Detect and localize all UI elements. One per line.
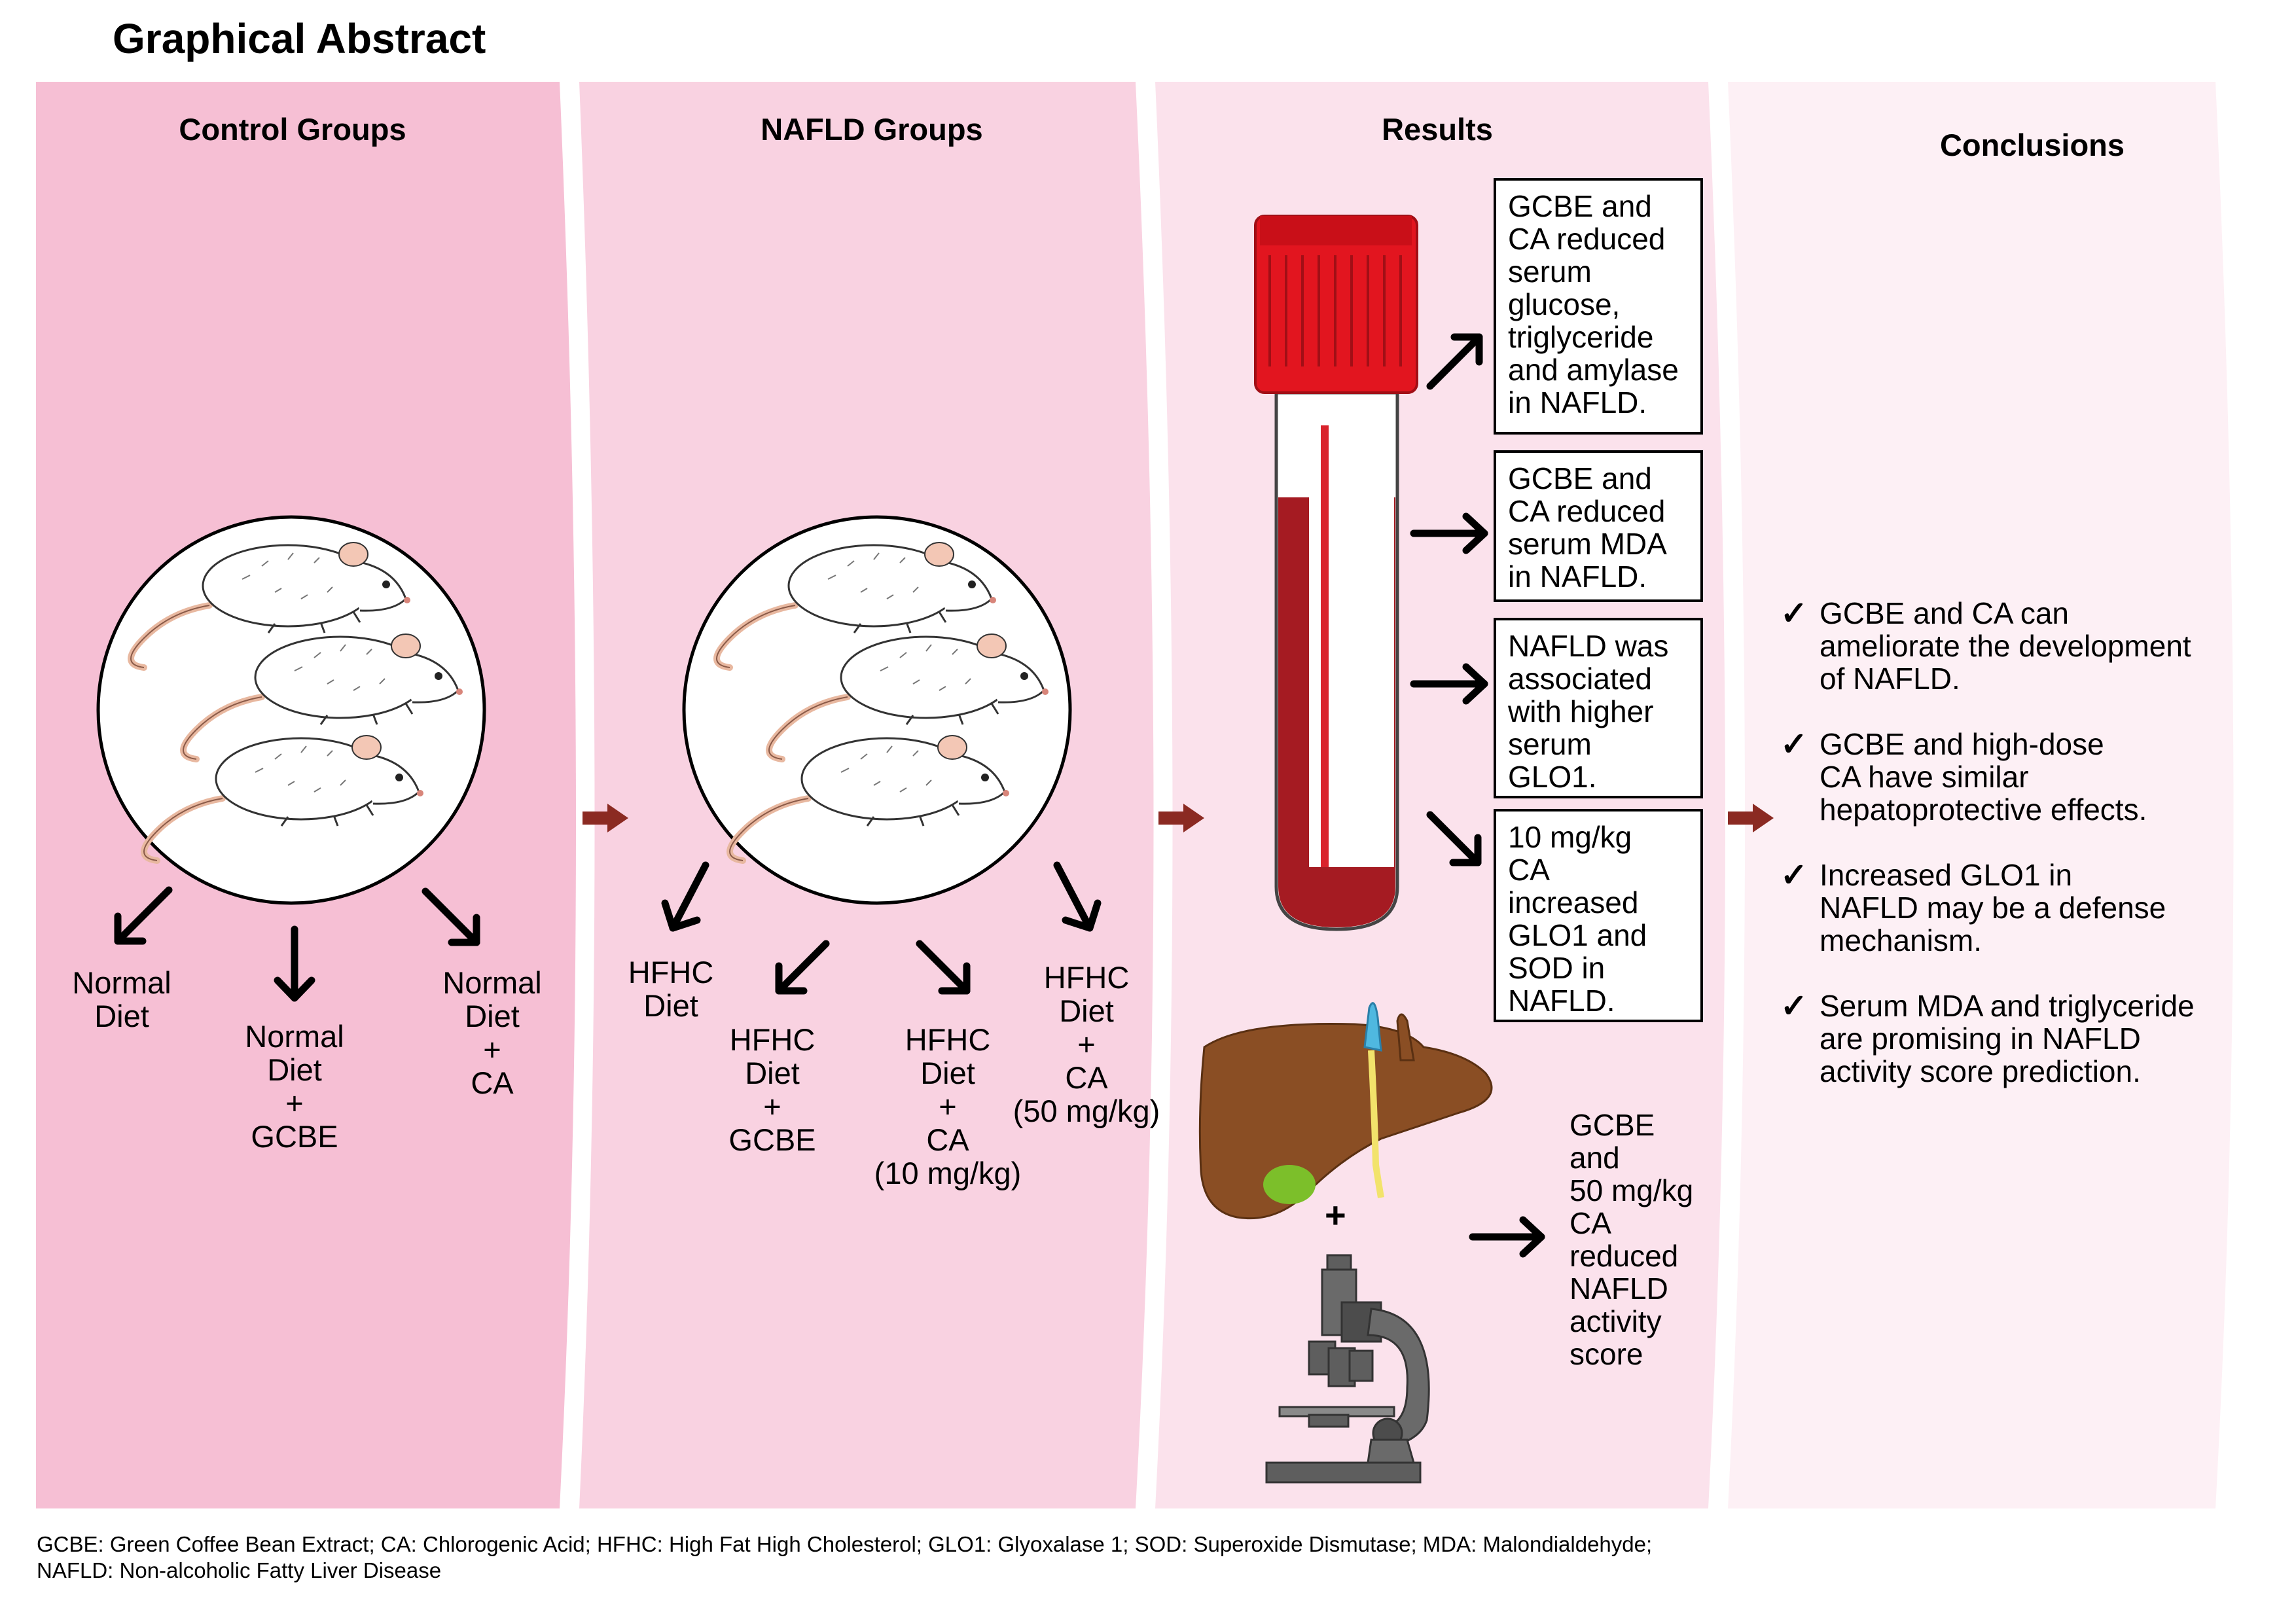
arrow-right-icon: [1410, 512, 1488, 554]
panel-conclusions: [1728, 82, 2234, 1508]
header-control-groups: Control Groups: [179, 112, 406, 147]
abbreviations-footnote: GCBE: Green Coffee Bean Extract; CA: Chl…: [37, 1532, 1653, 1582]
arrow-up-right-icon: [1426, 333, 1483, 390]
arrow-right-icon: [1728, 804, 1774, 832]
arrow-down-right-icon: [422, 887, 480, 946]
blood-tube-icon: [1254, 215, 1418, 931]
check-icon: ✓: [1780, 988, 1808, 1024]
page-title: Graphical Abstract: [113, 15, 486, 62]
arrow-down-left-icon: [775, 940, 830, 995]
arrow-down-right-icon: [1053, 861, 1102, 932]
check-icon: ✓: [1780, 857, 1808, 893]
arrow-down-left-icon: [114, 886, 173, 945]
liver-icon: [1198, 1002, 1493, 1220]
arrow-down-left-icon: [661, 861, 709, 932]
check-icon: ✓: [1780, 726, 1808, 762]
check-icon: ✓: [1780, 595, 1808, 632]
arrow-down-icon: [274, 925, 315, 1002]
arrow-right-icon: [583, 804, 628, 832]
arrow-right-icon: [1158, 804, 1204, 832]
header-results: Results: [1382, 112, 1493, 147]
header-nafld-groups: NAFLD Groups: [761, 112, 983, 147]
arrow-right-icon: [1469, 1216, 1545, 1258]
arrow-down-right-icon: [1426, 811, 1482, 866]
microscope-icon: [1265, 1254, 1430, 1484]
arrow-right-icon: [1410, 663, 1488, 705]
header-conclusions: Conclusions: [1939, 128, 2125, 162]
plus-sign: +: [1325, 1194, 1346, 1236]
arrow-down-right-icon: [916, 940, 971, 995]
